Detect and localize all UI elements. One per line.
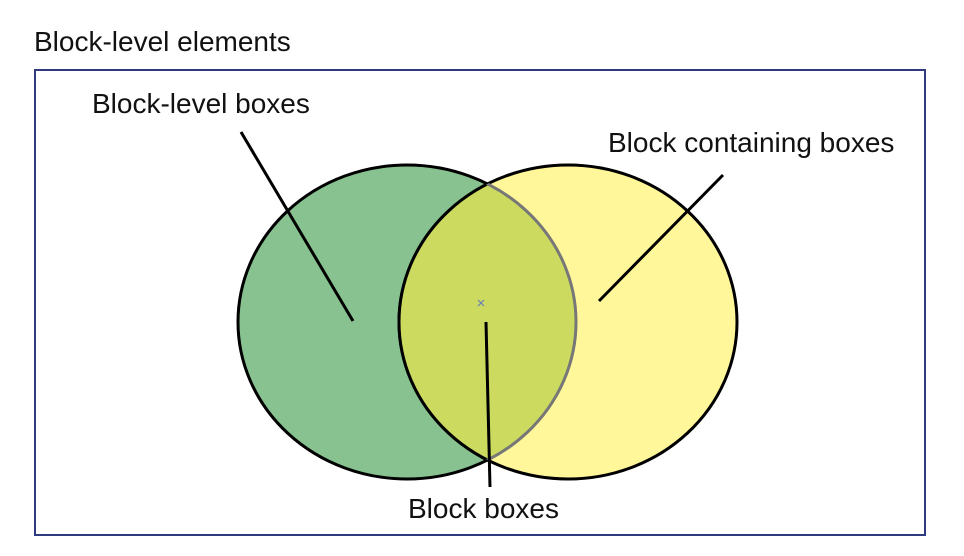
block-boxes-pointer: [484, 321, 492, 488]
page-title: Block-level elements: [34, 26, 291, 57]
center-marker-icon: [477, 299, 485, 307]
block-level-boxes-label: Block-level boxes: [92, 88, 310, 119]
block-boxes-overlap: [397, 165, 576, 479]
block-containing-boxes-pointer: [597, 173, 725, 303]
block-boxes-label: Block boxes: [408, 493, 559, 524]
overlap-left-arc: [399, 165, 578, 479]
block-level-boxes-pointer: [239, 131, 355, 322]
block-containing-boxes-label: Block containing boxes: [608, 127, 895, 158]
